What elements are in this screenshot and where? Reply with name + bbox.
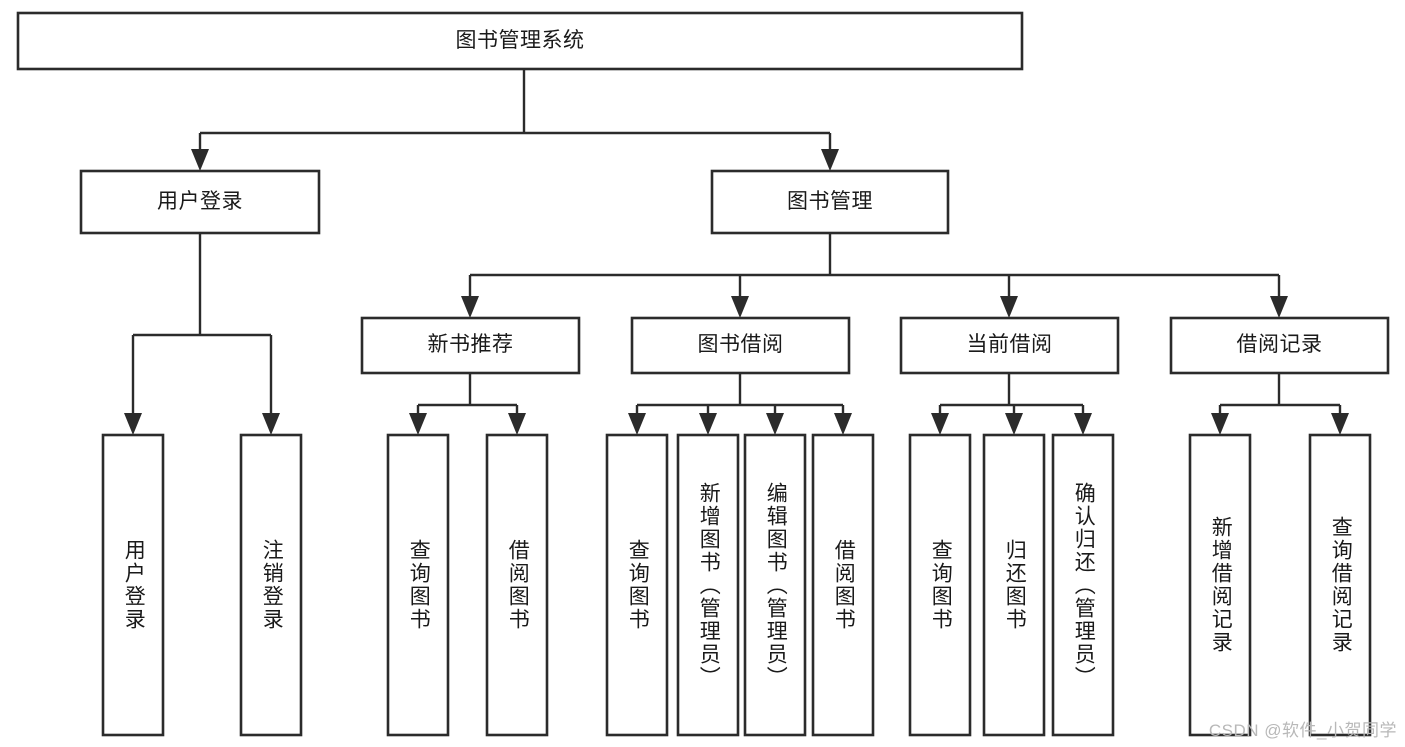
arrowhead-icon [1074,413,1092,435]
arrowhead-icon [1000,296,1018,318]
node-box-leaf-query-book-borrow[interactable] [605,433,669,737]
connector-current-borrow-to-leaves [931,373,1092,435]
node-box-leaf-borrow-book[interactable] [811,433,875,737]
node-box-current-borrow[interactable] [899,316,1120,375]
connector-borrow-record-to-leaves [1211,373,1349,435]
arrowhead-icon [461,296,479,318]
node-box-leaf-user-logout[interactable] [239,433,303,737]
node-box-leaf-user-login[interactable] [101,433,165,737]
node-box-leaf-add-book-admin[interactable] [676,433,740,737]
node-box-leaf-borrow-book-rec[interactable] [485,433,549,737]
csdn-watermark: CSDN @软件_小贺同学 [1208,721,1397,740]
arrowhead-icon [1211,413,1229,435]
arrowhead-icon [766,413,784,435]
node-box-leaf-query-book-rec[interactable] [386,433,450,737]
node-box-leaf-edit-book-admin[interactable] [743,433,807,737]
arrowhead-icon [1270,296,1288,318]
connector-book-manage-to-level3 [461,233,1288,318]
arrowhead-icon [409,413,427,435]
node-box-leaf-query-book-current[interactable] [908,433,972,737]
node-box-leaf-confirm-return-admin[interactable] [1051,433,1115,737]
arrowhead-icon [628,413,646,435]
node-box-root[interactable] [16,11,1024,71]
node-box-borrow-record[interactable] [1169,316,1390,375]
node-box-user-login[interactable] [79,169,321,235]
arrowhead-icon [1005,413,1023,435]
connector-user-login-to-leaves [124,233,280,435]
arrowhead-icon [821,149,839,171]
arrowhead-icon [508,413,526,435]
arrowhead-icon [1331,413,1349,435]
arrowhead-icon [834,413,852,435]
arrowhead-icon [731,296,749,318]
arrowhead-icon [191,149,209,171]
node-box-book-borrow[interactable] [630,316,851,375]
node-box-leaf-query-borrow-record[interactable] [1308,433,1372,737]
arrowhead-icon [931,413,949,435]
connector-root-to-level2 [191,69,839,171]
node-box-leaf-return-book[interactable] [982,433,1046,737]
arrowhead-icon [699,413,717,435]
node-box-leaf-add-borrow-record[interactable] [1188,433,1252,737]
connector-new-book-recommend-to-leaves [409,373,526,435]
connector-book-borrow-to-leaves [628,373,852,435]
node-box-new-book-recommend[interactable] [360,316,581,375]
arrowhead-icon [124,413,142,435]
arrowhead-icon [262,413,280,435]
node-box-book-manage[interactable] [710,169,950,235]
